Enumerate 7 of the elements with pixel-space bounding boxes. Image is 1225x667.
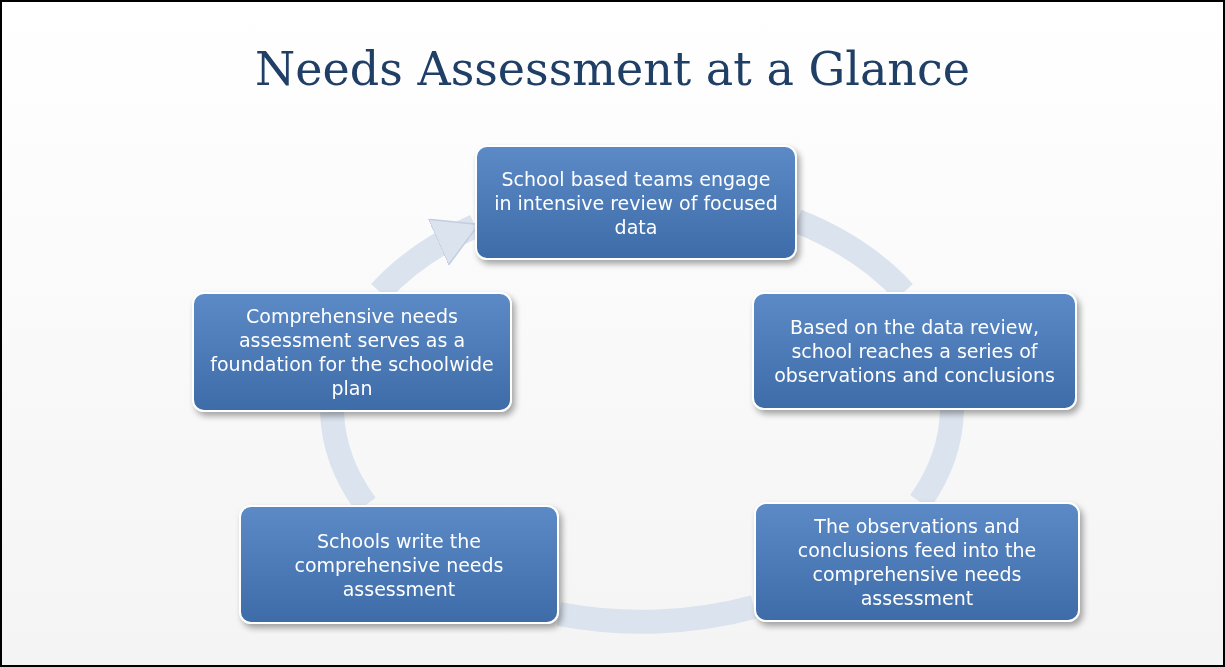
cycle-connector: [557, 595, 757, 634]
process-box: Comprehensive needs assessment serves as a foundation for the schoolwide plan: [192, 292, 512, 412]
process-box: School based teams engage in intensive review of focused data: [475, 145, 797, 260]
slide-title: Needs Assessment at a Glance: [255, 42, 970, 96]
process-box: Based on the data review, school reaches a series of observations and conclusions: [752, 292, 1077, 410]
process-box: Schools write the comprehensive needs assessment: [239, 505, 559, 624]
process-box: The observations and conclusions feed into the comprehensive needs assessment: [754, 502, 1080, 622]
